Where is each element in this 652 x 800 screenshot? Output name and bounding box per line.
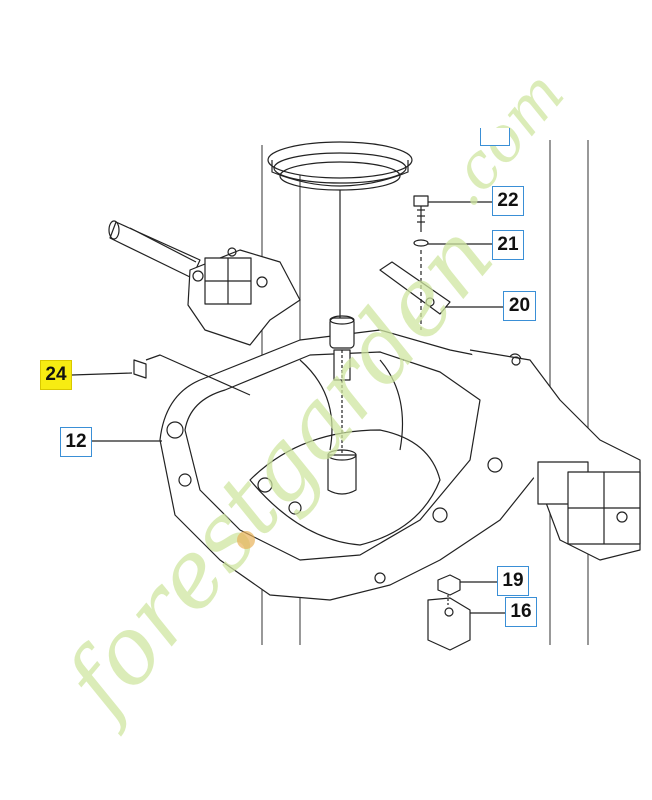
washer-21 <box>413 239 492 247</box>
callout-12[interactable]: 12 <box>60 427 92 457</box>
bracket-16 <box>427 595 505 651</box>
right-axle-housing <box>469 349 641 561</box>
callout-24[interactable]: 24 <box>40 360 72 390</box>
bolt-22 <box>413 195 492 232</box>
left-axle-housing <box>187 247 301 346</box>
plug-24 <box>71 354 251 396</box>
bracket-20 <box>379 250 503 330</box>
left-axle <box>108 220 201 279</box>
callout-20[interactable]: 20 <box>503 291 536 321</box>
callout-19[interactable]: 19 <box>497 566 529 596</box>
nut-19 <box>437 574 497 596</box>
callout-partial-top <box>480 128 510 146</box>
callout-22[interactable]: 22 <box>492 186 524 216</box>
input-shaft <box>327 315 357 495</box>
callout-21[interactable]: 21 <box>492 230 524 260</box>
callout-16[interactable]: 16 <box>505 597 537 627</box>
pulley <box>267 141 413 320</box>
